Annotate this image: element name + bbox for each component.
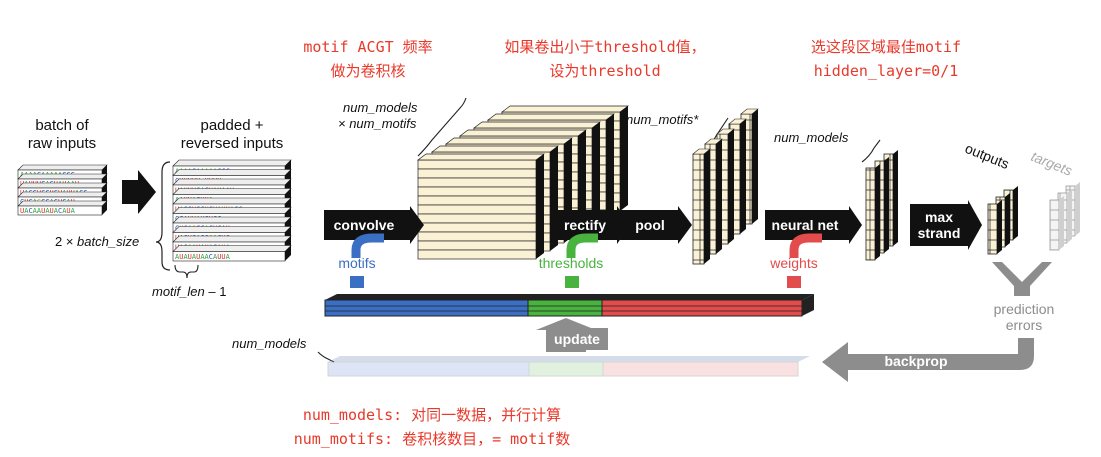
annotation-best-motif-line1: 选这段区域最佳motif [811,38,961,56]
pooled-volume [692,108,759,265]
motifs-param-chip [350,276,364,288]
backprop-label: backprop [884,353,947,369]
num-models-label-conv: num_models [343,100,418,115]
motif-len-label: motif_len – 1 [152,284,226,299]
parameter-bar [324,294,814,317]
pool-arrow-head [678,206,692,244]
sequence-text: AUAUAUAACAUUA [175,253,231,261]
targets-volume [1049,182,1080,251]
strand-label: strand [918,225,961,241]
max-label: max [925,209,953,225]
convolve-arrow-head [410,206,424,244]
pool-label: pool [635,217,665,233]
prediction-label-line2: errors [1006,317,1043,333]
num-models-brace-params [317,351,335,363]
outputs-volume [987,186,1018,255]
motifs-label: motifs [338,255,375,271]
weights-label: weights [769,255,817,271]
update-box [546,328,608,350]
outputs-label: outputs [963,140,1012,172]
annotation-motif-kernel-line1: motif ACGT 频率 [303,38,432,56]
targets-label: targets [1029,148,1075,179]
batch-label-line2: raw inputs [28,135,96,152]
num-motifs-label-conv: × num_motifs [338,116,417,131]
annotation-num-models: num_models: 对同一数据，并行计算 [303,406,561,424]
annotation-num-motifs: num_motifs: 卷积核数目，= motif数 [294,430,571,448]
annotation-threshold-line2: 设为threshold [549,62,660,80]
batch-size-label: 2 × batch_size [55,234,139,249]
max-strand-box [910,204,968,246]
updated-parameter-bar [327,356,810,377]
neural-net-label: neural net [772,217,839,233]
backprop-arrow [822,338,1034,382]
batch-label-line1: batch of [35,117,89,134]
rectify-label: rectify [564,217,606,233]
neural-net-arrow-head [849,206,862,244]
motifs-feed-arrow [351,233,384,258]
annotation-best-motif-line2: hidden_layer=0/1 [814,62,959,80]
num-models-brace-hidden [861,139,881,163]
sequence-text: UACAAUAUACAUA [20,207,76,215]
thresholds-feed-arrow [566,233,598,258]
thresholds-label: thresholds [539,255,604,271]
prediction-label-line1: prediction [994,301,1055,317]
motif-len-brace [174,264,199,279]
arrow-to-padded [122,170,156,214]
num-models-label-hidden: num_models [774,130,849,145]
padded-label-line2: reversed inputs [181,135,284,152]
padded-label-line1: padded + [201,117,264,134]
pool-box [620,210,678,240]
annotation-threshold-line1: 如果卷出小于threshold值， [504,38,705,56]
annotation-motif-kernel-line2: 做为卷积核 [330,62,405,80]
update-label: update [554,331,600,347]
merge-arrow [992,262,1052,296]
num-models-label-params: num_models [232,336,307,351]
weights-feed-arrow [789,233,822,258]
thresholds-param-chip [565,276,579,288]
convolve-label: convolve [334,217,395,233]
num-motifs-star-label: num_motifs* [626,112,699,127]
raw-sequence-stack: AAAACAAAAACCCUAUUUCACUAUAAUUACCUCCUCUAUU… [17,164,108,216]
num-models-brace-conv [417,97,467,157]
padded-sequence-stack: AAAACAAAAACCCCUUUUU.UUUUUAUUUCACUAUAAUAA… [172,159,292,262]
weights-param-chip [787,276,801,288]
batch-size-brace [155,161,171,271]
max-strand-arrow-head [968,200,982,250]
hidden-layer-volume [865,150,898,261]
